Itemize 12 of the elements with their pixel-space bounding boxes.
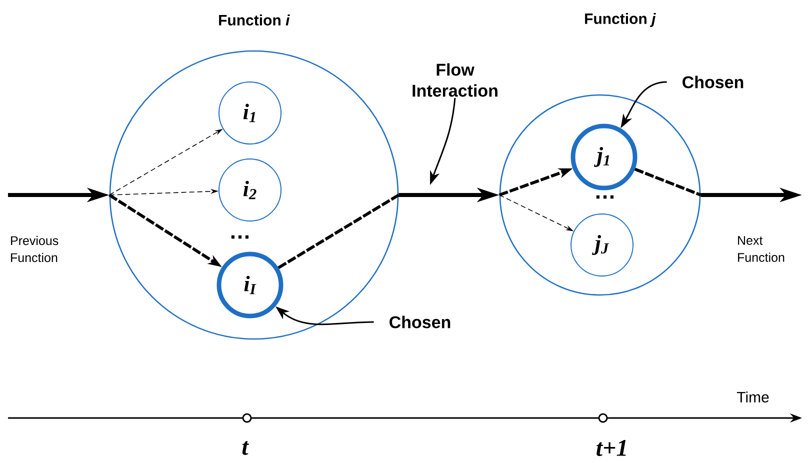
axis-label: Time [736,392,769,402]
node-label: Function i [219,14,290,26]
node-label: Function j [585,13,656,27]
callout-text: Flow Interaction [412,63,498,97]
side-label: Next Function [738,236,784,262]
callout-text: Chosen [682,76,744,88]
ellipsis: … [596,195,614,199]
tick-label: t [242,441,249,455]
ellipsis: … [231,235,249,239]
side-label: Previous Function [11,236,58,262]
callout-text: Chosen [390,316,450,328]
tick-label: t+1 [596,440,626,456]
